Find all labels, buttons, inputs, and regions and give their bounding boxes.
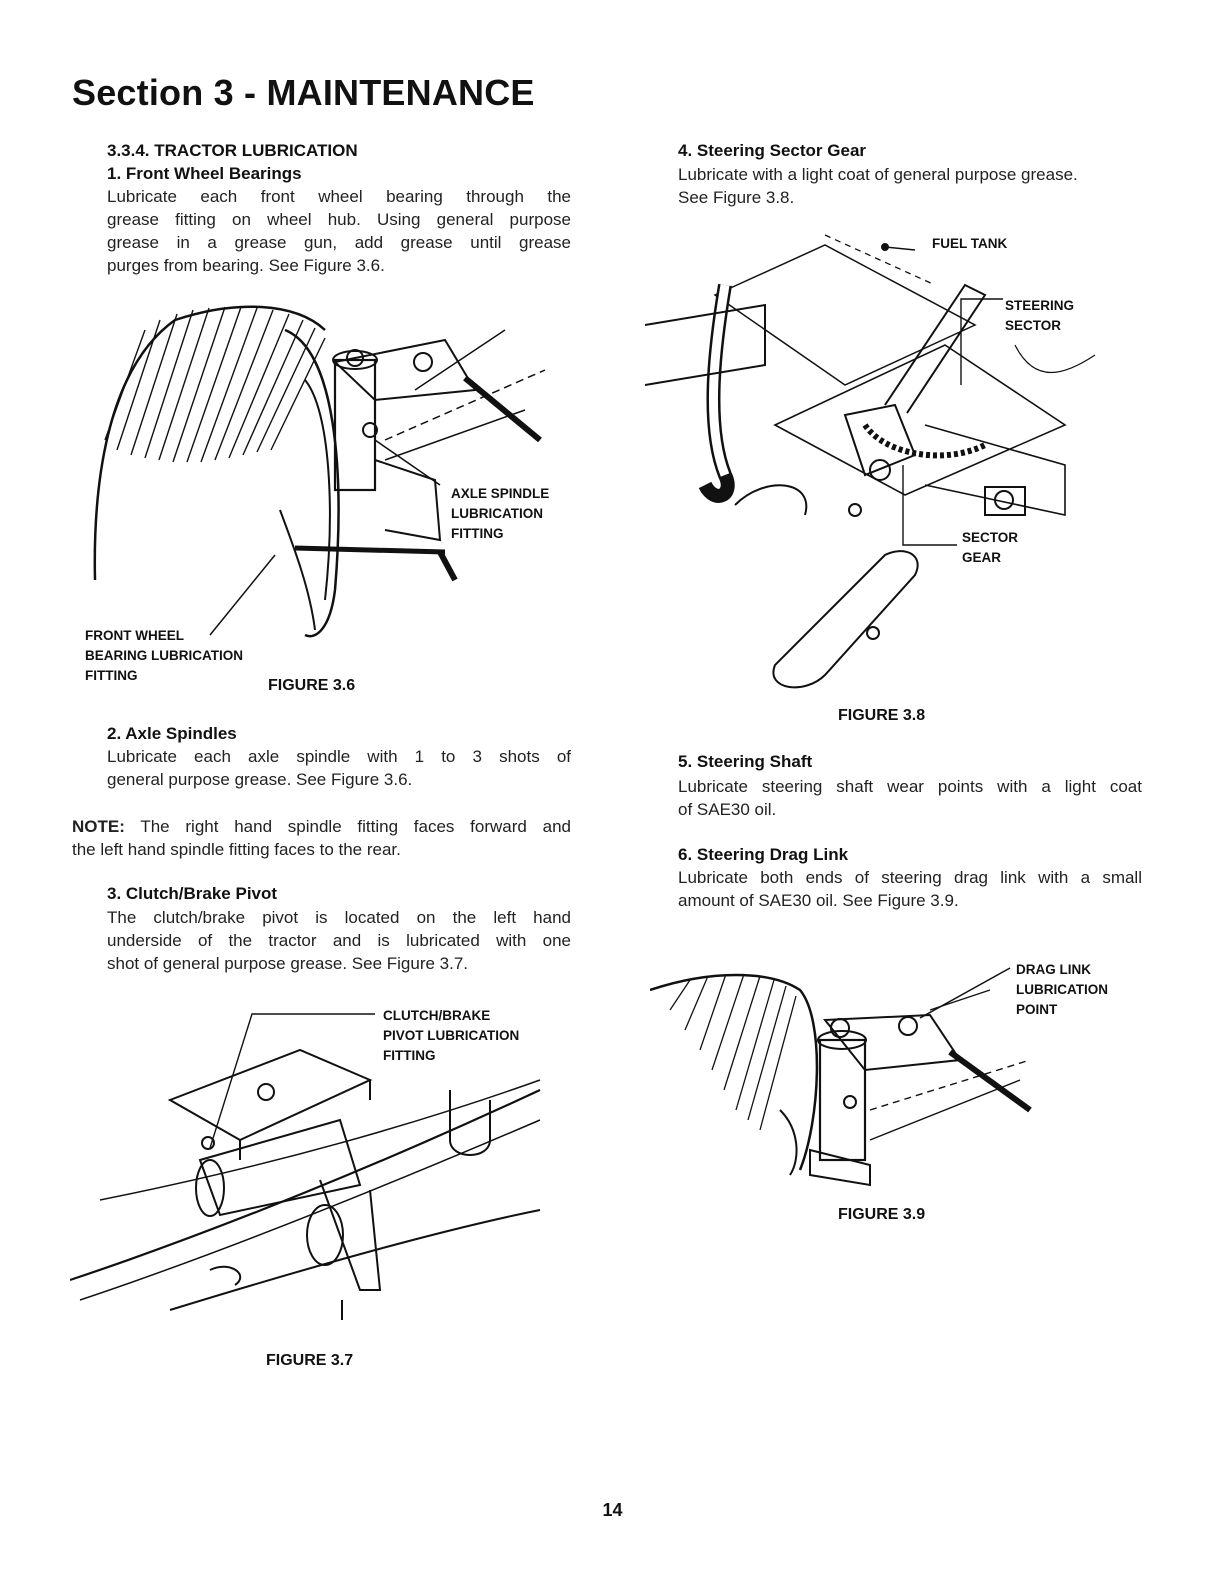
item5-line: of SAE30 oil. [678, 800, 777, 819]
figure-3-6-caption: FIGURE 3.6 [268, 677, 356, 694]
label-line: SECTOR [962, 530, 1019, 545]
label-line: LUBRICATION [451, 506, 543, 521]
item3-line: shot of general purpose grease. See Figu… [107, 954, 469, 973]
item1-paragraph: Lubricate each front wheel bearing throu… [107, 185, 571, 277]
label-line: AXLE SPINDLE [451, 486, 550, 501]
label-line: POINT [1016, 1002, 1058, 1017]
item4-line: Lubricate with a light coat of general p… [678, 165, 1078, 184]
item4-line: See Figure 3.8. [678, 188, 795, 207]
label-line: BEARING LUBRICATION [85, 648, 243, 663]
label-line: GEAR [962, 550, 1002, 565]
figure-3-7-illustration [70, 1013, 541, 1320]
note-line1: The right hand spindle fitting faces for… [124, 817, 571, 836]
item5-line: Lubricate steering shaft wear points wit… [678, 777, 1142, 796]
page-number: 14 [602, 1500, 623, 1520]
section-heading: 3.3.4. TRACTOR LUBRICATION [107, 141, 358, 160]
figure-3-9-illustration [650, 967, 1032, 1187]
item1-line: purges from bearing. See Figure 3.6. [107, 256, 385, 275]
clutch-brake-label: CLUTCH/BRAKE PIVOT LUBRICATION FITTING [383, 1006, 519, 1066]
item2-heading: 2. Axle Spindles [107, 724, 237, 743]
item3-paragraph: The clutch/brake pivot is located on the… [107, 906, 571, 975]
item6-paragraph: Lubricate both ends of steering drag lin… [678, 866, 1142, 912]
fuel-tank-label: FUEL TANK [932, 236, 1008, 251]
item2-paragraph: Lubricate each axle spindle with 1 to 3 … [107, 745, 571, 791]
item1-heading: 1. Front Wheel Bearings [107, 164, 302, 183]
item5-heading: 5. Steering Shaft [678, 752, 813, 771]
label-line: FITTING [383, 1048, 436, 1063]
item4-heading: 4. Steering Sector Gear [678, 141, 867, 160]
label-line: FITTING [85, 668, 138, 683]
front-wheel-label: FRONT WHEEL BEARING LUBRICATION FITTING [85, 626, 243, 686]
figure-3-7-caption: FIGURE 3.7 [266, 1352, 354, 1369]
steering-sector-label: STEERING SECTOR [1005, 296, 1074, 336]
note-label: NOTE: [72, 817, 125, 836]
item6-heading: 6. Steering Drag Link [678, 845, 849, 864]
item6-line: amount of SAE30 oil. See Figure 3.9. [678, 891, 959, 910]
item6-line: Lubricate both ends of steering drag lin… [678, 868, 1142, 887]
label-line: SECTOR [1005, 318, 1062, 333]
item3-line: underside of the tractor and is lubricat… [107, 931, 571, 950]
item1-line: grease in a grease gun, add grease until… [107, 233, 571, 252]
item2-line: general purpose grease. See Figure 3.6. [107, 770, 413, 789]
page-title: Section 3 - MAINTENANCE [72, 72, 535, 113]
item3-line: The clutch/brake pivot is located on the… [107, 908, 571, 927]
label-line: DRAG LINK [1016, 962, 1091, 977]
item5-paragraph: Lubricate steering shaft wear points wit… [678, 775, 1142, 821]
label-line: FITTING [451, 526, 504, 541]
note-paragraph: NOTE: The right hand spindle fitting fac… [72, 815, 571, 861]
label-line: STEERING [1005, 298, 1075, 313]
label-line: PIVOT LUBRICATION [383, 1028, 520, 1043]
drag-link-label: DRAG LINK LUBRICATION POINT [1016, 960, 1108, 1020]
note-line2: the left hand spindle fitting faces to t… [72, 840, 401, 859]
item1-line: Lubricate each front wheel bearing throu… [107, 187, 571, 206]
figure-3-6-illustration [93, 305, 546, 638]
figure-3-8-caption: FIGURE 3.8 [838, 707, 926, 724]
item3-heading: 3. Clutch/Brake Pivot [107, 884, 278, 903]
label-line: LUBRICATION [1016, 982, 1108, 997]
figure-3-8-illustration [645, 234, 1096, 689]
label-line: CLUTCH/BRAKE [383, 1008, 491, 1023]
sector-gear-label: SECTOR GEAR [962, 528, 1018, 568]
item4-paragraph: Lubricate with a light coat of general p… [678, 163, 1148, 209]
label-line: FRONT WHEEL [85, 628, 184, 643]
item1-line: grease fitting on wheel hub. Using gener… [107, 210, 571, 229]
item2-line: Lubricate each axle spindle with 1 to 3 … [107, 747, 571, 766]
figure-3-9-caption: FIGURE 3.9 [838, 1206, 926, 1223]
axle-spindle-label: AXLE SPINDLE LUBRICATION FITTING [451, 484, 549, 544]
